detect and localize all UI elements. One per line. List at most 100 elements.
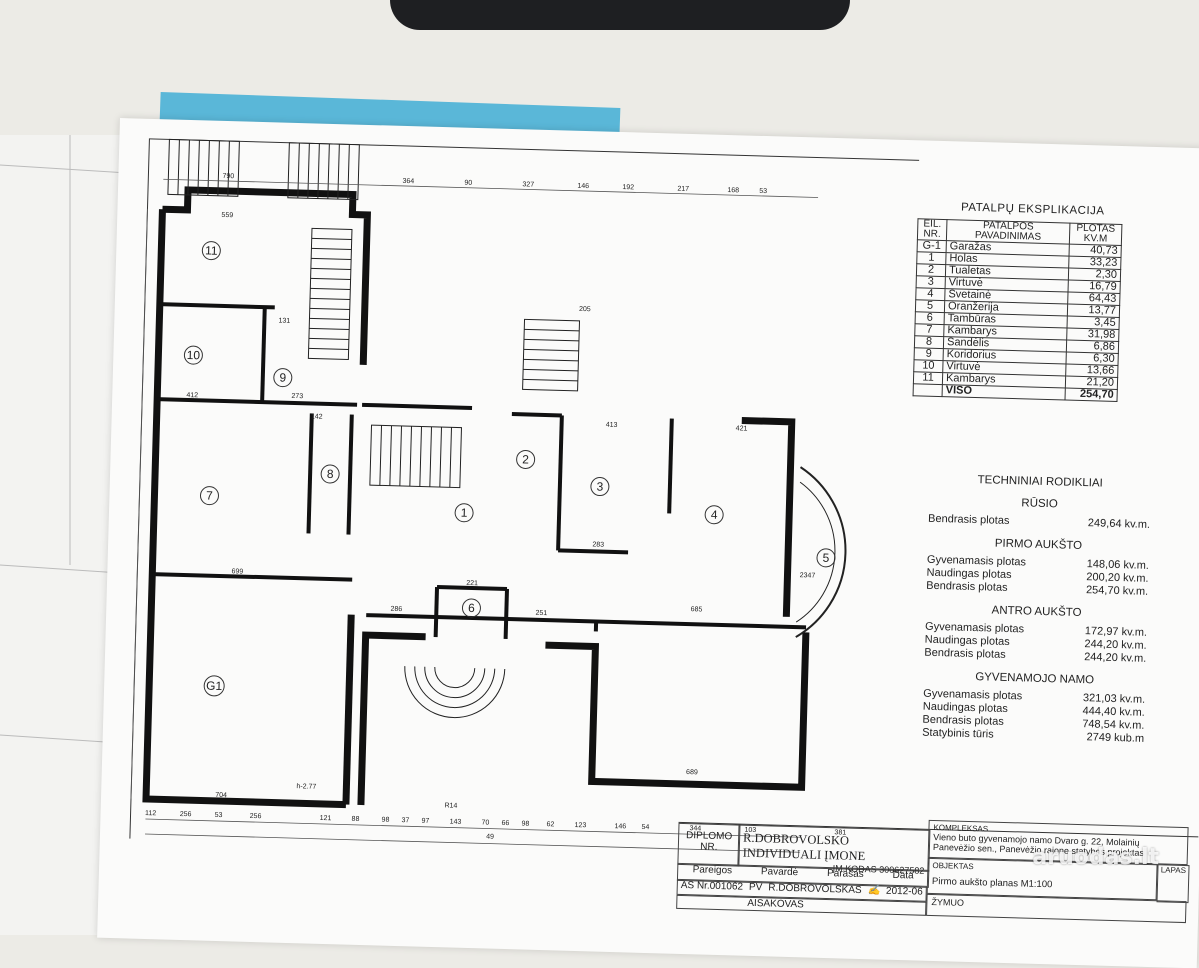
dim-label: 704 <box>215 792 227 799</box>
dim-label: 53 <box>759 188 767 195</box>
dim-label: 421 <box>736 425 748 432</box>
nr-label: NR. <box>679 841 739 854</box>
dim-label: h-2.77 <box>296 783 316 791</box>
object-text: Pirmo aukšto planas M1:100 <box>932 876 1152 893</box>
dim-label: R17 <box>223 844 236 851</box>
dim-label: 97 <box>421 818 429 825</box>
floor-plan-drawing: 11 10 9 7 8 1 2 3 4 5 6 G1 790 <box>100 118 920 860</box>
table-header: PLOTAS KV.M <box>1069 223 1122 245</box>
dim-label: 364 <box>402 178 414 185</box>
section-heading: RŪSIO <box>924 495 1154 513</box>
dim-label: 123 <box>574 822 586 829</box>
dim-label: 121 <box>320 815 332 822</box>
room-label: 9 <box>279 371 286 385</box>
interior-walls <box>151 304 815 647</box>
company-name: R.DOBROVOLSKO INDIVIDUALI ĮMONE <box>743 831 926 866</box>
porch-steps <box>403 666 504 719</box>
dim-label: 286 <box>390 606 402 613</box>
room-label: 1 <box>461 506 468 520</box>
total-value: 254,70 <box>1065 388 1117 401</box>
table-cell: 7 <box>915 324 944 337</box>
diploma-cell: DIPLOMO NR. <box>677 823 740 867</box>
dim-label: 142 <box>311 413 323 420</box>
dim-label: 49 <box>486 834 494 841</box>
table-cell: 4 <box>916 288 945 301</box>
section-heading: ANTRO AUKŠTO <box>921 603 1151 621</box>
table-cell: G-1 <box>917 240 946 253</box>
exterior-walls <box>146 189 818 817</box>
indicator-value: 249,64 kv.m. <box>1088 517 1151 532</box>
table-header: EIL. NR. <box>917 219 947 241</box>
room-label: G1 <box>206 679 223 693</box>
dim-label: 221 <box>466 580 478 587</box>
dim-label: R14 <box>444 802 457 809</box>
section-heading: PIRMO AUKŠTO <box>923 536 1153 554</box>
indicator-label: Statybinis tūris <box>922 727 994 742</box>
dim-label: 413 <box>606 422 618 429</box>
floor-plan-sheet: 11 10 9 7 8 1 2 3 4 5 6 G1 790 <box>97 118 1199 968</box>
room-label: 7 <box>206 489 213 503</box>
room-label: 6 <box>468 601 475 615</box>
dim-label: 70 <box>481 819 489 826</box>
dim-label: 685 <box>691 606 703 613</box>
dim-label: 699 <box>231 568 243 575</box>
dim-label: 217 <box>677 186 689 193</box>
table-cell: 10 <box>914 360 943 373</box>
room-label: 8 <box>327 467 334 481</box>
room-label: 4 <box>711 508 718 522</box>
room-label: 10 <box>187 348 201 362</box>
technical-title: TECHNINIAI RODIKLIAI <box>925 473 1155 491</box>
dim-label: 37 <box>401 817 409 824</box>
explication-title: PATALPŲ EKSPLIKACIJA <box>918 200 1148 218</box>
dim-label: 53 <box>215 812 223 819</box>
indicator-label: Bendrasis plotas <box>924 647 1006 662</box>
dim-label: 689 <box>686 769 698 776</box>
dim-label: 168 <box>727 187 739 194</box>
sheet-cell: LAPAS <box>1157 864 1190 903</box>
room-table: EIL. NR. PATALPOS PAVADINIMAS PLOTAS KV.… <box>913 218 1123 402</box>
dim-label: 146 <box>614 823 626 830</box>
dim-label: 273 <box>291 393 303 400</box>
title-block: DIPLOMO NR. R.DOBROVOLSKO INDIVIDUALI ĮM… <box>675 822 1198 957</box>
date: 2012-06 <box>886 886 923 901</box>
indicator-value: 254,70 kv.m. <box>1086 584 1149 599</box>
dim-label: 192 <box>622 184 634 191</box>
license-number: AS Nr.001062 <box>681 880 744 896</box>
table-cell: 5 <box>915 300 944 313</box>
dim-label: 112 <box>145 810 156 817</box>
mark-label: ŽYMUO <box>931 897 964 908</box>
total-label: VISO <box>942 385 1065 400</box>
table-cell: 6 <box>915 312 944 325</box>
dim-label: 412 <box>186 392 198 399</box>
role: PV <box>749 882 763 896</box>
dim-label: 88 <box>352 816 360 823</box>
section-heading: GYVENAMOJO NAMO <box>920 670 1150 688</box>
dim-label: 790 <box>222 173 234 180</box>
table-cell: 9 <box>914 348 943 361</box>
dim-label: 256 <box>250 813 262 820</box>
dim-label: 559 <box>221 212 233 219</box>
table-cell: 8 <box>914 336 943 349</box>
indicator-label: Bendrasis plotas <box>928 513 1010 528</box>
room-label: 2 <box>522 452 529 466</box>
room-label: 3 <box>596 479 603 493</box>
signature: ✍ <box>867 885 880 899</box>
indicator-label: Bendrasis plotas <box>926 580 1008 595</box>
room-explication: PATALPŲ EKSPLIKACIJA EIL. NR. PATALPOS P… <box>913 200 1148 402</box>
dim-label: 98 <box>382 817 390 824</box>
dim-label: 98 <box>521 820 529 827</box>
desk-object <box>390 0 850 30</box>
table-cell: 11 <box>913 372 942 385</box>
dim-label: 146 <box>577 183 589 190</box>
dim-label: 62 <box>546 821 554 828</box>
dim-label: 283 <box>592 541 604 548</box>
dim-label: 256 <box>180 811 192 818</box>
dim-label: 2347 <box>800 572 816 579</box>
dim-label: 251 <box>535 610 547 617</box>
sheet-label: LAPAS <box>1161 865 1186 875</box>
dim-label: 327 <box>522 181 534 188</box>
dim-label: 205 <box>579 306 591 313</box>
room-label: 5 <box>822 551 829 565</box>
table-cell: 3 <box>916 276 945 289</box>
